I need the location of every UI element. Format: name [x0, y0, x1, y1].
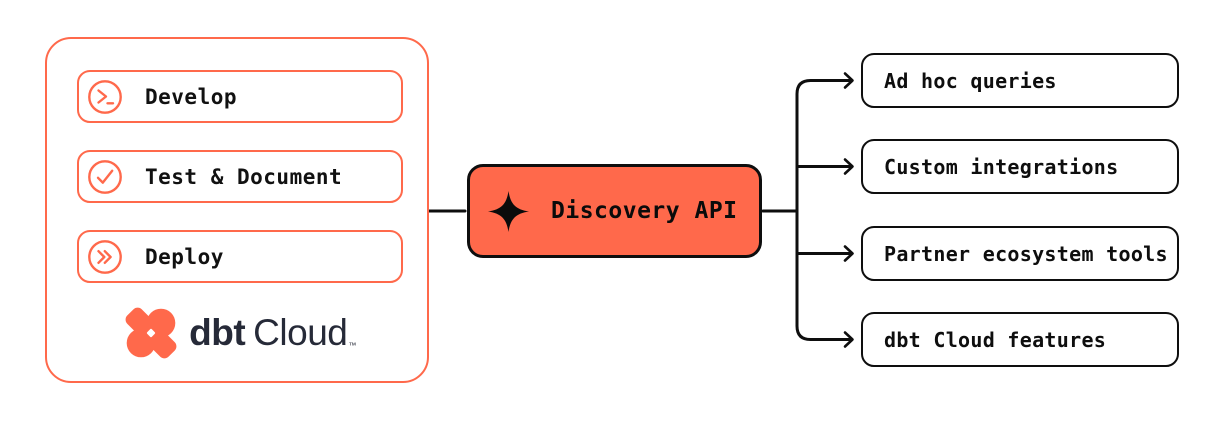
dbt-cloud-wordmark: dbt Cloud ™	[189, 312, 356, 354]
sparkle-icon	[487, 190, 530, 232]
discovery-api-node: Discovery API	[467, 164, 762, 258]
logo-brand-text: dbt	[189, 312, 246, 353]
stage-test-document: Test & Document	[77, 150, 403, 203]
consumer-label: Ad hoc queries	[884, 68, 1057, 93]
logo-product-text: Cloud	[253, 312, 348, 353]
logo-trademark: ™	[348, 341, 356, 350]
dbt-logo-icon	[125, 307, 177, 359]
consumer-label: Custom integrations	[884, 154, 1119, 179]
consumer-label: Partner ecosystem tools	[884, 241, 1168, 266]
dbt-cloud-logo: dbt Cloud ™	[77, 300, 403, 366]
stage-deploy: Deploy	[77, 230, 403, 283]
consumer-dbt-cloud-features: dbt Cloud features	[861, 312, 1179, 367]
stage-deploy-label: Deploy	[145, 244, 224, 269]
consumer-custom-integrations: Custom integrations	[861, 139, 1179, 194]
discovery-api-label: Discovery API	[551, 198, 738, 224]
consumer-label: dbt Cloud features	[884, 327, 1107, 352]
stage-test-document-label: Test & Document	[145, 164, 343, 189]
double-chevron-icon	[88, 239, 122, 274]
check-circle-icon	[88, 159, 122, 194]
stage-develop: Develop	[77, 70, 403, 123]
terminal-prompt-icon	[88, 79, 122, 114]
consumer-partner-ecosystem-tools: Partner ecosystem tools	[861, 226, 1179, 281]
stage-develop-label: Develop	[145, 84, 238, 109]
consumer-ad-hoc-queries: Ad hoc queries	[861, 53, 1179, 108]
